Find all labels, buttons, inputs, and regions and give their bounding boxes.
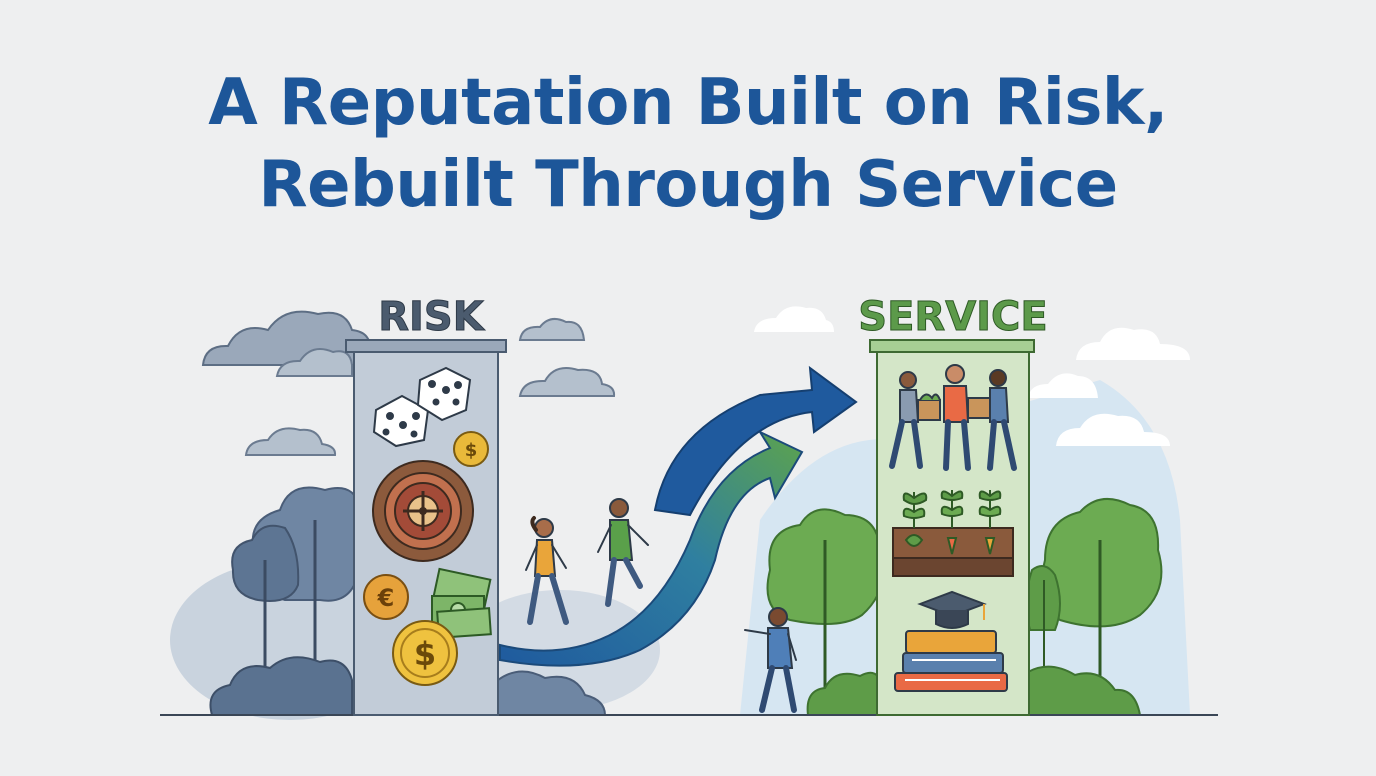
service-label: SERVICE <box>858 294 1047 340</box>
dollar-coin-icon: $ <box>453 431 489 467</box>
cloud-icon <box>518 367 616 397</box>
cloud-icon <box>244 427 337 456</box>
person-walking-icon <box>597 498 649 607</box>
volunteers-icon <box>889 364 1017 471</box>
svg-text:$: $ <box>465 440 478 461</box>
person-walking-icon <box>744 607 797 713</box>
blue-arrow <box>653 365 858 517</box>
roulette-wheel-icon <box>372 460 474 562</box>
dice-icon <box>372 366 472 448</box>
svg-text:$: $ <box>414 635 436 673</box>
path-arrow <box>499 429 804 667</box>
tree-icon <box>766 497 1163 690</box>
tree-icon <box>231 486 371 670</box>
graduation-cap-icon <box>917 590 987 629</box>
dollar-coin-icon: $ <box>392 620 458 686</box>
title-line-1: A Reputation Built on Risk, <box>208 66 1168 140</box>
cloud-icon <box>754 306 1190 446</box>
cloud-icon <box>275 348 353 377</box>
person-walking-icon <box>525 516 569 625</box>
risk-label: RISK <box>378 294 485 340</box>
garden-plants-icon <box>892 490 1014 577</box>
books-icon <box>894 630 1008 692</box>
bush-icon <box>806 665 1142 716</box>
cash-icon <box>431 567 492 639</box>
page-title: A Reputation Built on Risk, Rebuilt Thro… <box>0 62 1376 226</box>
title-line-2: Rebuilt Through Service <box>258 148 1118 222</box>
euro-coin-icon: € <box>363 574 409 620</box>
svg-text:€: € <box>377 584 395 612</box>
cloud-icon <box>518 317 586 341</box>
bush-icon <box>209 656 607 716</box>
